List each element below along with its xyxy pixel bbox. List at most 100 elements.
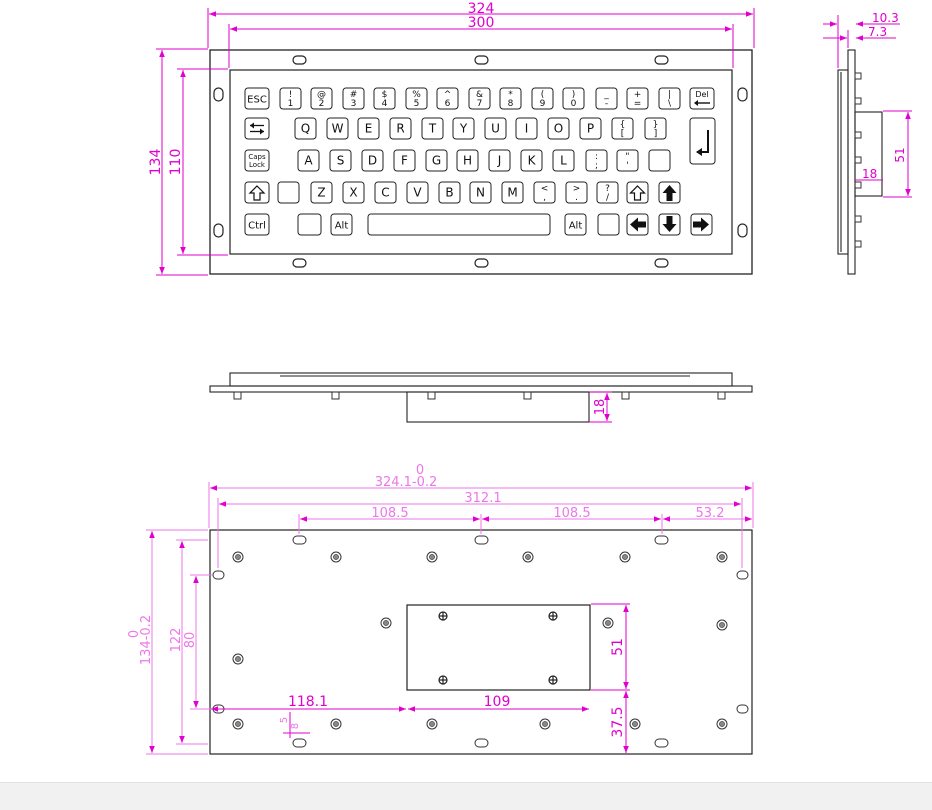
key-n[interactable]: N bbox=[469, 181, 492, 204]
key-ctrl[interactable]: Ctrl bbox=[244, 213, 270, 236]
bottom-bar bbox=[0, 782, 932, 810]
enter-icon bbox=[696, 130, 709, 156]
key-label-bottom: - bbox=[605, 99, 608, 109]
key-label: E bbox=[365, 122, 373, 136]
key-7[interactable]: &7 bbox=[468, 87, 491, 110]
key-alt_left[interactable]: Alt bbox=[330, 213, 353, 236]
key-label-top: ? bbox=[605, 184, 610, 194]
stud bbox=[426, 718, 438, 730]
key-label-bottom: 3 bbox=[351, 99, 357, 109]
key-blank4[interactable] bbox=[597, 213, 620, 236]
top-studs bbox=[233, 391, 726, 400]
key-label: Del bbox=[695, 90, 708, 99]
key-label-top: * bbox=[508, 90, 513, 100]
dim-height-tol: 134-0.2 bbox=[139, 615, 154, 665]
key-z[interactable]: Z bbox=[310, 181, 333, 204]
key-p[interactable]: P bbox=[579, 117, 602, 140]
key-1[interactable]: !1 bbox=[279, 87, 302, 110]
key-x[interactable]: X bbox=[342, 181, 365, 204]
key-blank1[interactable] bbox=[648, 149, 671, 172]
key-9[interactable]: (9 bbox=[531, 87, 554, 110]
key-label: ESC bbox=[247, 95, 267, 106]
key-w[interactable]: W bbox=[326, 117, 349, 140]
key-shift_left[interactable] bbox=[244, 181, 270, 204]
key-2[interactable]: @2 bbox=[310, 87, 333, 110]
key-6[interactable]: ^6 bbox=[436, 87, 459, 110]
key-up[interactable] bbox=[658, 181, 681, 204]
key-3[interactable]: #3 bbox=[342, 87, 365, 110]
stud bbox=[602, 617, 614, 629]
key-f[interactable]: F bbox=[393, 149, 416, 172]
key-slash[interactable]: ?/ bbox=[596, 181, 619, 204]
key-b[interactable]: B bbox=[438, 181, 461, 204]
key-blank3[interactable] bbox=[297, 213, 322, 236]
key-label: D bbox=[368, 154, 377, 168]
key-right[interactable] bbox=[690, 213, 713, 236]
key-a[interactable]: A bbox=[297, 149, 320, 172]
key-label-bottom: \ bbox=[668, 99, 672, 109]
key-down[interactable] bbox=[658, 213, 681, 236]
key-enter[interactable] bbox=[689, 117, 716, 165]
key-r[interactable]: R bbox=[389, 117, 412, 140]
key-h[interactable]: H bbox=[456, 149, 479, 172]
key-i[interactable]: I bbox=[515, 117, 538, 140]
key-g[interactable]: G bbox=[425, 149, 448, 172]
key-y[interactable]: Y bbox=[452, 117, 475, 140]
dim-small-8: 8 bbox=[290, 723, 301, 729]
key-semicolon[interactable]: :; bbox=[585, 149, 608, 172]
key-4[interactable]: $4 bbox=[373, 87, 396, 110]
key-c[interactable]: C bbox=[374, 181, 397, 204]
key-period[interactable]: >. bbox=[565, 181, 588, 204]
key-equals[interactable]: += bbox=[626, 87, 649, 110]
key-shift_right[interactable] bbox=[626, 181, 649, 204]
key-label: T bbox=[428, 122, 437, 136]
side-box bbox=[854, 111, 883, 197]
back-mounting-slots bbox=[212, 535, 749, 748]
stud bbox=[629, 718, 641, 730]
key-label-top: # bbox=[350, 90, 358, 100]
key-u[interactable]: U bbox=[484, 117, 507, 140]
side-studs bbox=[854, 72, 862, 248]
key-label: V bbox=[413, 186, 422, 200]
key-del[interactable]: Del bbox=[689, 87, 715, 110]
key-esc[interactable]: ESC bbox=[244, 87, 270, 110]
dim-box-height-back: 51 bbox=[610, 638, 626, 656]
key-label-top: ) bbox=[572, 90, 576, 100]
key-blank2[interactable] bbox=[277, 181, 300, 204]
key-0[interactable]: )0 bbox=[562, 87, 585, 110]
dim-inner-width: 300 bbox=[468, 15, 495, 31]
key-q[interactable]: Q bbox=[294, 117, 317, 140]
key-5[interactable]: %5 bbox=[405, 87, 428, 110]
key-label: S bbox=[337, 154, 345, 168]
key-l[interactable]: L bbox=[552, 149, 575, 172]
key-minus[interactable]: _- bbox=[595, 87, 618, 110]
key-rbrace[interactable]: }] bbox=[644, 117, 667, 140]
key-comma[interactable]: <, bbox=[533, 181, 556, 204]
key-alt_right[interactable]: Alt bbox=[564, 213, 587, 236]
backspace-arrow-icon bbox=[694, 100, 710, 106]
arrow-down-icon bbox=[662, 216, 677, 232]
key-v[interactable]: V bbox=[406, 181, 429, 204]
key-space[interactable] bbox=[367, 213, 551, 236]
key-label: U bbox=[491, 122, 500, 136]
key-m[interactable]: M bbox=[501, 181, 524, 204]
key-label: M bbox=[507, 186, 517, 200]
key-j[interactable]: J bbox=[488, 149, 511, 172]
key-o[interactable]: O bbox=[547, 117, 570, 140]
key-d[interactable]: D bbox=[361, 149, 384, 172]
key-tab[interactable] bbox=[244, 117, 270, 140]
key-left[interactable] bbox=[626, 213, 649, 236]
dim-height-80: 80 bbox=[183, 632, 198, 649]
key-s[interactable]: S bbox=[329, 149, 352, 172]
key-label-top: : bbox=[595, 152, 598, 162]
key-backslash[interactable]: |\ bbox=[658, 87, 681, 110]
key-e[interactable]: E bbox=[357, 117, 380, 140]
key-quote[interactable]: "' bbox=[616, 149, 639, 172]
key-label-top: ( bbox=[541, 90, 545, 100]
key-k[interactable]: K bbox=[520, 149, 543, 172]
key-t[interactable]: T bbox=[421, 117, 444, 140]
key-lbrace[interactable]: {[ bbox=[611, 117, 634, 140]
key-8[interactable]: *8 bbox=[499, 87, 522, 110]
